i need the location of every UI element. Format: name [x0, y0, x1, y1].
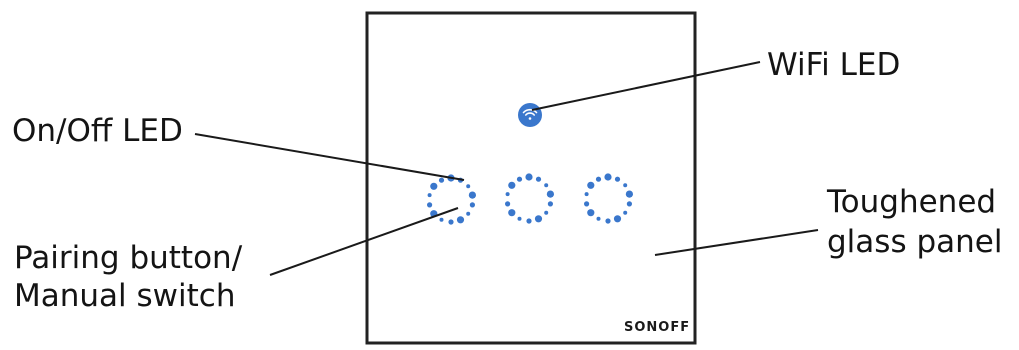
- ring-dot: [448, 219, 454, 225]
- ring-dot: [505, 201, 511, 207]
- ring-dot: [469, 202, 475, 208]
- ring-dot: [604, 173, 612, 181]
- ring-dot: [544, 183, 549, 188]
- ring-dot: [508, 209, 516, 217]
- ring-dot: [466, 211, 471, 216]
- ring-dot: [623, 210, 628, 215]
- wifi-led: [518, 103, 542, 127]
- glass-panel-label-line1: Toughened: [827, 184, 997, 220]
- sonoff-brand-logo: SONOFF: [624, 320, 691, 335]
- ring-dot: [427, 202, 433, 208]
- ring-dot: [625, 190, 634, 198]
- ring-dot: [587, 209, 595, 217]
- ring-dot: [534, 215, 543, 223]
- ring-dot: [595, 176, 602, 182]
- ring-dot: [430, 182, 438, 190]
- wifi-led-label: WiFi LED: [767, 47, 901, 83]
- ring-dot: [535, 176, 542, 182]
- onoff-led-leader-line: [194, 133, 465, 181]
- ring-dot: [613, 215, 622, 223]
- ring-dot: [525, 173, 533, 181]
- wifi-led-dot: [518, 103, 542, 127]
- pairing-button-label-line1: Pairing button/: [14, 240, 243, 276]
- pairing-button-label-line2: Manual switch: [14, 278, 236, 314]
- ring-dot: [439, 217, 444, 222]
- glass-panel-leader-line: [654, 229, 819, 256]
- ring-dot: [596, 216, 601, 221]
- button-ring-middle: [505, 173, 555, 224]
- ring-dot: [456, 216, 465, 224]
- ring-dot: [546, 190, 555, 198]
- ring-dot: [427, 193, 432, 198]
- ring-dot: [547, 201, 554, 207]
- ring-dot: [505, 192, 510, 197]
- ring-dot: [516, 176, 523, 182]
- ring-dot: [626, 201, 633, 207]
- ring-dot: [584, 201, 590, 207]
- ring-dot: [468, 191, 476, 199]
- ring-dot: [623, 183, 628, 188]
- ring-dot: [438, 177, 445, 183]
- wifi-led-leader-line: [531, 61, 761, 111]
- ring-dot: [508, 181, 516, 189]
- ring-dot: [584, 192, 589, 197]
- ring-dot: [587, 181, 595, 189]
- ring-dot: [544, 210, 549, 215]
- ring-dot: [517, 216, 522, 221]
- glass-panel-label-line2: glass panel: [827, 224, 1003, 260]
- pairing-button-leader-line: [269, 207, 459, 276]
- onoff-led-label: On/Off LED: [12, 113, 183, 149]
- button-ring-right: [584, 173, 634, 224]
- ring-dot: [605, 218, 611, 224]
- ring-dot: [466, 184, 471, 189]
- wifi-icon: [522, 108, 538, 120]
- ring-dot: [614, 176, 621, 182]
- ring-dot: [526, 218, 532, 224]
